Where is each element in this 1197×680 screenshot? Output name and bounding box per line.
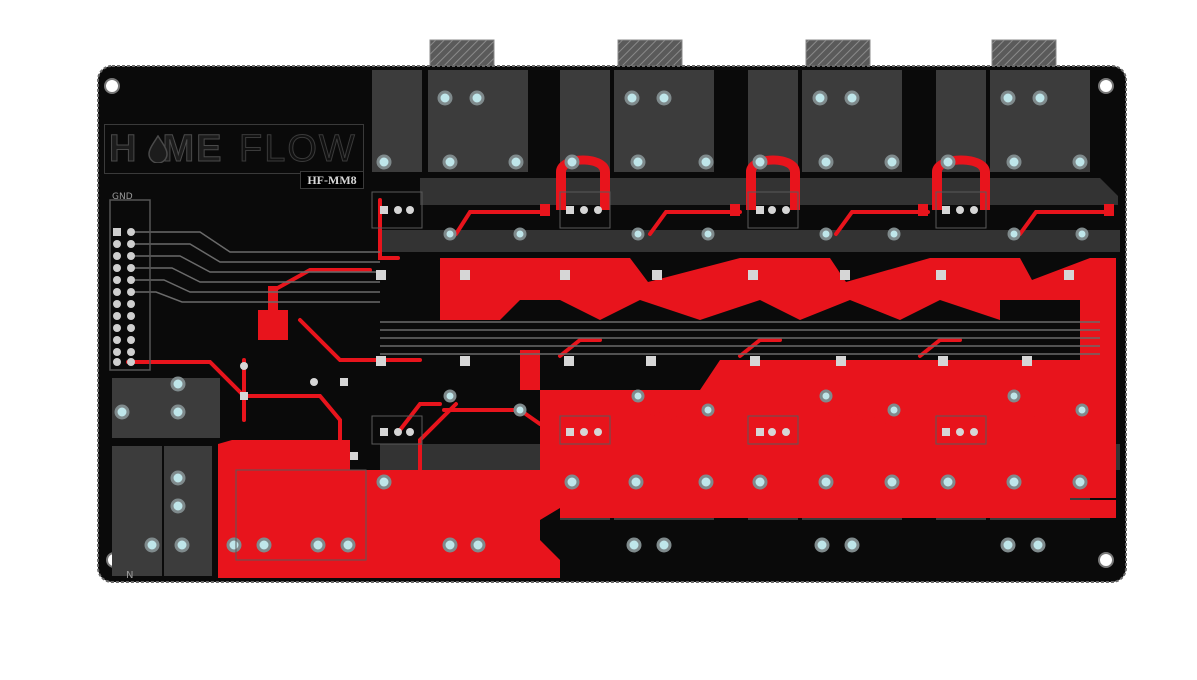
power-block-2: [112, 446, 162, 576]
pin-header: [109, 199, 151, 371]
relay-top-3b: [802, 70, 902, 172]
power-section: [112, 378, 220, 576]
regulator-pad: [258, 310, 288, 340]
gray-traces: [134, 231, 1100, 355]
gnd-label: GND: [112, 192, 133, 202]
relay-top-2a: [560, 70, 610, 172]
relay-top-4b: [990, 70, 1090, 172]
mount-hole-tl: [104, 78, 120, 94]
smd-pads: [240, 206, 1074, 460]
power-block-3: [164, 446, 212, 576]
relay-top-1b: [428, 70, 528, 172]
brand-flow-text: FLOW: [239, 128, 357, 170]
water-drop-icon: [148, 135, 168, 163]
relay-top-2b: [614, 70, 714, 172]
relay-top-3a: [748, 70, 798, 172]
mount-hole-tr: [1098, 78, 1114, 94]
relay-top-4a: [936, 70, 986, 172]
n-label: N: [126, 570, 134, 581]
mount-hole-br: [1098, 552, 1114, 568]
model-label: HF-MM8: [300, 171, 364, 189]
silkscreen: [235, 191, 987, 561]
edge-terminals: [540, 204, 1114, 416]
relay-top-1a: [372, 70, 422, 172]
relay-pins: [114, 90, 1089, 553]
relay-blocks-top: [372, 70, 1090, 172]
power-block-1: [112, 378, 220, 438]
